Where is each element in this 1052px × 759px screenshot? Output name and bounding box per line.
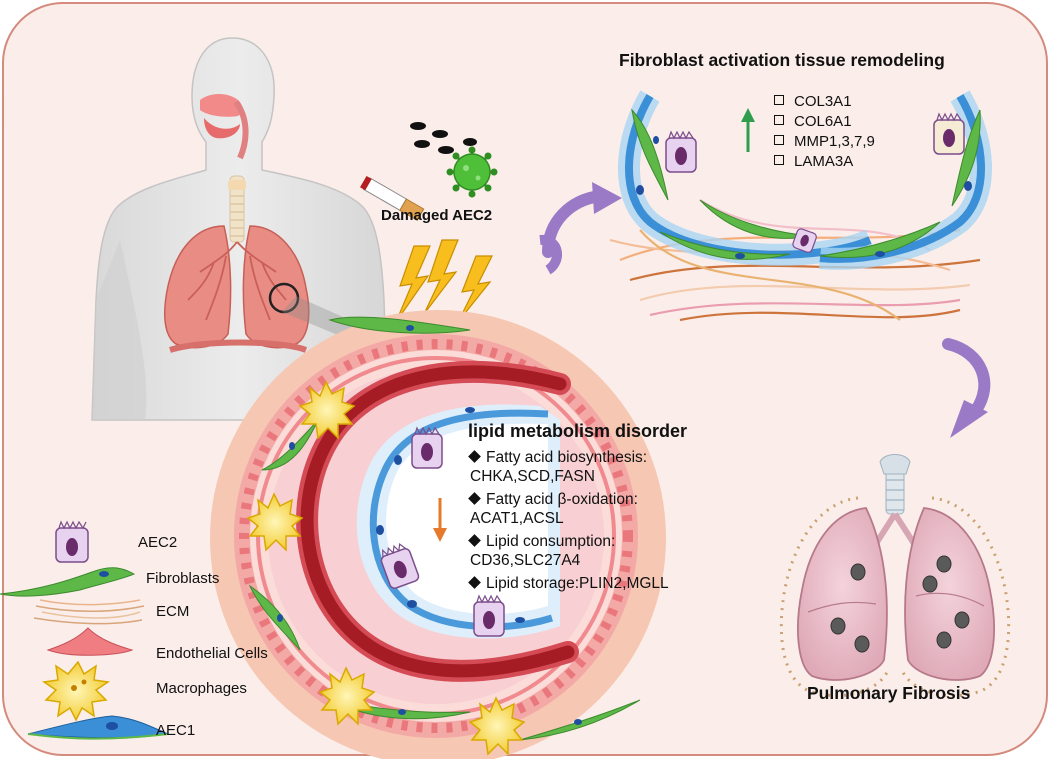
curved-arrow-icon-2 — [942, 338, 991, 438]
down-arrow-icon — [433, 498, 447, 542]
virus-icon — [446, 146, 498, 198]
lipid-item-head: Lipid consumption: — [468, 532, 669, 551]
curved-arrow-icon — [539, 182, 622, 275]
diamond-bullet-icon — [468, 576, 481, 589]
lipid-item-head: Fatty acid β-oxidation: — [468, 490, 669, 509]
gene-item: COL6A1 — [774, 112, 875, 132]
lipid-item-head: Fatty acid biosynthesis: — [468, 448, 669, 467]
lightning-icon — [395, 239, 493, 323]
legend-endothelial-icon — [46, 627, 134, 656]
legend-aec2-icon — [55, 520, 89, 563]
legend-ecm-icon — [33, 599, 145, 625]
diamond-bullet-icon — [468, 492, 481, 505]
up-arrow-icon — [741, 108, 755, 152]
lipid-item-text: Fatty acid β-oxidation: — [486, 491, 638, 508]
lipid-item-text: Fatty acid biosynthesis: — [486, 449, 648, 466]
fibrotic-lungs-illustration — [779, 454, 1011, 697]
damaged-aec2-label: Damaged AEC2 — [381, 207, 493, 224]
lipid-disorder-title: lipid metabolism disorder — [468, 421, 688, 441]
gene-item: MMP1,3,7,9 — [774, 132, 875, 152]
diamond-bullet-icon — [468, 450, 481, 463]
legend-label-macrophages: Macrophages — [156, 680, 247, 697]
legend-label-aec2: AEC2 — [138, 534, 178, 551]
cigarette-icon — [360, 176, 425, 221]
lung-zoom-marker — [268, 282, 300, 314]
checkbox-square-icon — [774, 155, 784, 165]
lipid-item-genes: ACAT1,ACSL — [470, 510, 564, 527]
lipid-item-text: Lipid consumption: — [486, 533, 616, 550]
gene-item: COL3A1 — [774, 92, 875, 112]
legend-aec1-icon — [27, 715, 170, 740]
particle-dots-icon — [410, 122, 477, 154]
gene-item: LAMA3A — [774, 152, 875, 172]
human-body-illustration — [91, 37, 389, 421]
legend-label-endothelial: Endothelial Cells — [156, 645, 268, 662]
gene-label: COL6A1 — [794, 113, 852, 130]
alveolus-illustration — [210, 310, 666, 759]
gene-label: COL3A1 — [794, 93, 852, 110]
lipid-list: Fatty acid biosynthesis: CHKA,SCD,FASN F… — [468, 448, 669, 593]
legend-label-ecm: ECM — [156, 603, 190, 620]
gene-list: COL3A1 COL6A1 MMP1,3,7,9 LAMA3A — [774, 92, 875, 172]
gene-label: MMP1,3,7,9 — [794, 133, 875, 150]
lipid-item-genes: CD36,SLC27A4 — [470, 552, 581, 569]
checkbox-square-icon — [774, 135, 784, 145]
fibroblast-activation-title: Fibroblast activation tissue remodeling — [619, 50, 945, 70]
legend-macrophage-icon — [41, 660, 111, 722]
tissue-remodeling-illustration — [609, 90, 992, 322]
diamond-bullet-icon — [468, 534, 481, 547]
legend-fibroblast-icon — [0, 567, 136, 597]
legend-label-fibroblasts: Fibroblasts — [146, 570, 220, 587]
lipid-item-text: Lipid storage:PLIN2,MGLL — [486, 575, 669, 592]
checkbox-square-icon — [774, 95, 784, 105]
pulmonary-fibrosis-label: Pulmonary Fibrosis — [807, 683, 971, 703]
gene-label: LAMA3A — [794, 153, 854, 170]
lipid-item-genes: CHKA,SCD,FASN — [470, 468, 595, 485]
checkbox-square-icon — [774, 115, 784, 125]
legend-label-aec1: AEC1 — [156, 722, 196, 739]
lipid-item-head: Lipid storage:PLIN2,MGLL — [468, 574, 669, 593]
